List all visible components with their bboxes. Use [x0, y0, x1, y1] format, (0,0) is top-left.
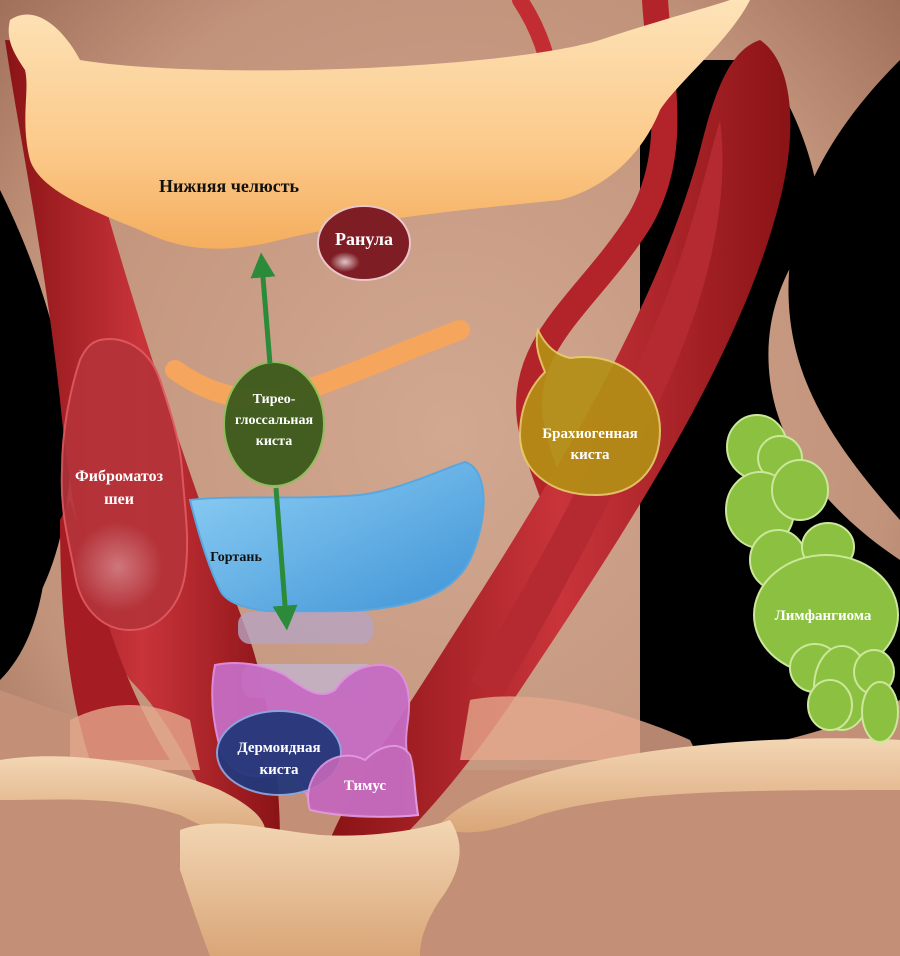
right-shadow	[788, 60, 900, 520]
label-dermoid-line2: киста	[260, 762, 299, 778]
label-ranula: Ранула	[335, 229, 393, 249]
right-clavicle	[440, 738, 900, 833]
right-muscle-tendon	[460, 696, 700, 760]
lymphangioma	[725, 414, 899, 743]
label-thyroglossal-line1: Тирео-	[253, 392, 296, 407]
left-clavicle	[0, 756, 266, 841]
label-jaw: Нижняя челюсть	[159, 176, 300, 196]
ranula-shine	[330, 252, 360, 272]
label-thyroglossal-line3: киста	[256, 434, 292, 449]
branchial-cyst	[518, 327, 662, 497]
label-dermoid-line1: Дермоидная	[237, 740, 320, 756]
label-larynx: Гортань	[210, 550, 262, 565]
lymphangioma-lobe	[861, 681, 899, 743]
lymphangioma-lobe	[771, 459, 829, 521]
lymphangioma-lobe	[807, 679, 853, 731]
left-shadow	[0, 190, 71, 650]
left-muscle-tendon	[70, 705, 200, 770]
trachea-ring	[238, 612, 373, 644]
thyroglossal-arrow-down	[272, 487, 298, 631]
thymus-lower-lobe	[307, 745, 420, 818]
larynx	[188, 460, 485, 614]
dermoid-cyst	[216, 710, 342, 796]
sternum	[180, 820, 460, 956]
fibromatosis-shine	[73, 522, 163, 612]
label-branchial-line2: киста	[571, 447, 610, 463]
label-fibromatosis-line2: шеи	[104, 491, 134, 508]
right-scm-muscle	[330, 40, 791, 840]
label-fibromatosis-line1: Фиброматоз	[75, 468, 164, 485]
label-thyroglossal-line2: глоссальная	[235, 413, 314, 428]
thyroglossal-arrow-up	[250, 252, 276, 365]
label-thymus: Тимус	[344, 778, 387, 794]
label-branchial-line1: Брахиогенная	[542, 426, 638, 442]
label-lymphangioma: Лимфангиома	[775, 608, 872, 624]
right-scm-muscle-inner	[470, 120, 723, 700]
thyroglossal-cyst	[223, 361, 325, 487]
mandible	[8, 0, 751, 249]
